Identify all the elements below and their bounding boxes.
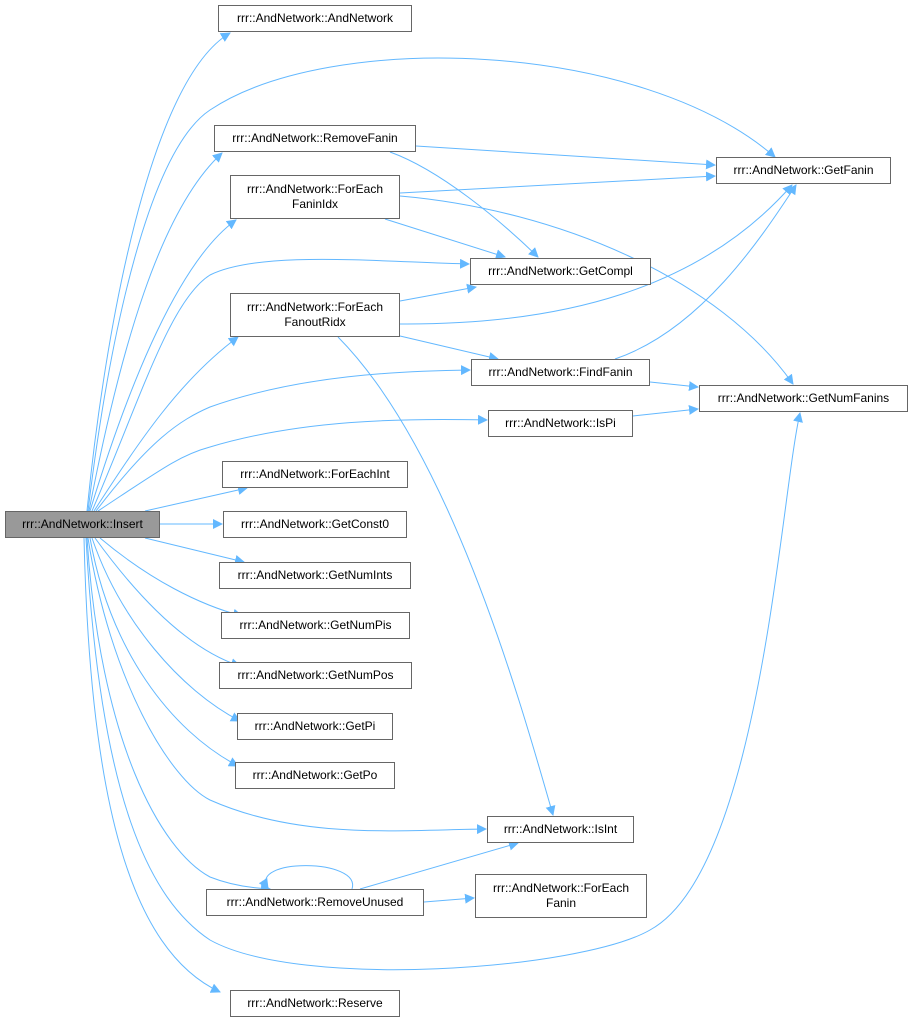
edge-insert-foreachint: [144, 485, 248, 512]
edge-insert-ispi: [97, 414, 488, 512]
node-label: Fanin: [545, 896, 577, 910]
node-label: rrr::AndNetwork::GetNumFanins: [717, 391, 890, 405]
node-label: rrr::AndNetwork::AndNetwork: [236, 11, 394, 25]
edge-findfanin-getfanin: [614, 184, 797, 360]
node-label: rrr::AndNetwork::GetPi: [254, 719, 376, 733]
edge-removefanin-getcompl: [389, 151, 539, 258]
node-label: rrr::AndNetwork::GetCompl: [488, 264, 633, 278]
node-label: FanoutRidx: [284, 315, 346, 329]
edge-findfanin-getnumfanins: [649, 381, 699, 392]
edge-insert-removeunused: [86, 537, 271, 894]
edge-insert-getpi: [91, 537, 241, 722]
node-insert[interactable]: rrr::AndNetwork::Insert: [5, 511, 160, 538]
node-getconst0[interactable]: rrr::AndNetwork::GetConst0: [223, 511, 407, 538]
node-getfanin[interactable]: rrr::AndNetwork::GetFanin: [716, 157, 891, 184]
node-removefanin[interactable]: rrr::AndNetwork::RemoveFanin: [214, 125, 416, 152]
node-label: FaninIdx: [291, 197, 339, 211]
node-label: rrr::AndNetwork::Insert: [22, 517, 143, 531]
node-andnetwork[interactable]: rrr::AndNetwork::AndNetwork: [218, 5, 412, 32]
node-reserve[interactable]: rrr::AndNetwork::Reserve: [230, 990, 400, 1017]
node-label: rrr::AndNetwork::ForEachInt: [240, 467, 390, 481]
edge-ispi-getnumfanins: [632, 404, 699, 417]
edge-insert-getnumfanins: [85, 412, 803, 971]
node-label: rrr::AndNetwork::GetNumInts: [237, 568, 393, 582]
node-label: rrr::AndNetwork::GetPo: [252, 768, 378, 782]
node-getnumfanins[interactable]: rrr::AndNetwork::GetNumFanins: [699, 385, 908, 412]
node-label: rrr::AndNetwork::IsPi: [505, 416, 616, 430]
edge-insert-getnumpis: [99, 537, 243, 619]
node-getnumpos[interactable]: rrr::AndNetwork::GetNumPos: [219, 662, 412, 689]
node-label: rrr::AndNetwork::IsInt: [503, 822, 618, 836]
edge-removefanin-getfanin: [415, 145, 716, 170]
edge-insert-getnumints: [144, 537, 245, 565]
edge-insert-getpo: [89, 537, 239, 767]
edge-insert-removefanin: [88, 152, 223, 512]
node-removeunused[interactable]: rrr::AndNetwork::RemoveUnused: [206, 889, 424, 916]
node-ispi[interactable]: rrr::AndNetwork::IsPi: [488, 410, 633, 437]
node-label: rrr::AndNetwork::ForEach: [246, 300, 384, 314]
edge-insert-findfanin: [95, 365, 471, 512]
node-label: rrr::AndNetwork::Reserve: [247, 996, 383, 1010]
edge-foreachfaninidx-getnumfanins: [399, 195, 794, 385]
node-foreachint[interactable]: rrr::AndNetwork::ForEachInt: [222, 461, 408, 488]
edge-insert-foreachfaninidx: [89, 219, 237, 512]
edge-removeunused-foreachfanin: [423, 893, 475, 904]
edge-foreachfanoutridx-findfanin: [399, 335, 499, 362]
edge-insert-foreachfanoutridx: [93, 336, 239, 512]
node-label: rrr::AndNetwork::GetConst0: [240, 517, 390, 531]
edge-removeunused-isint: [359, 840, 519, 890]
node-getpi[interactable]: rrr::AndNetwork::GetPi: [237, 713, 393, 740]
edge-insert-getnumpos: [94, 537, 241, 669]
edge-insert-getcompl: [91, 258, 470, 512]
node-label: rrr::AndNetwork::GetFanin: [733, 163, 874, 177]
edge-insert-getfanin: [87, 57, 776, 512]
node-getnumpis[interactable]: rrr::AndNetwork::GetNumPis: [221, 612, 410, 639]
node-label: rrr::AndNetwork::FindFanin: [488, 365, 633, 379]
node-findfanin[interactable]: rrr::AndNetwork::FindFanin: [471, 359, 650, 386]
edge-foreachfanoutridx-getfanin: [399, 184, 793, 325]
node-label: rrr::AndNetwork::RemoveUnused: [226, 895, 404, 909]
edge-insert-reserve: [83, 537, 221, 993]
node-isint[interactable]: rrr::AndNetwork::IsInt: [487, 816, 634, 843]
edge-foreachfaninidx-getcompl: [384, 218, 506, 260]
edge-insert-andnetwork: [86, 32, 231, 512]
node-label: rrr::AndNetwork::GetNumPis: [239, 618, 392, 632]
node-getcompl[interactable]: rrr::AndNetwork::GetCompl: [470, 258, 651, 285]
edge-insert-isint: [87, 537, 487, 835]
edge-removeunused-self: [258, 865, 353, 890]
node-label: rrr::AndNetwork::ForEach: [492, 881, 630, 895]
node-label: rrr::AndNetwork::ForEach: [246, 182, 384, 196]
node-label: rrr::AndNetwork::RemoveFanin: [232, 131, 398, 145]
edge-foreachfaninidx-getfanin: [399, 171, 716, 194]
node-label: rrr::AndNetwork::GetNumPos: [237, 668, 394, 682]
edge-foreachfanoutridx-getcompl: [399, 283, 477, 302]
node-getnumints[interactable]: rrr::AndNetwork::GetNumInts: [219, 562, 411, 589]
edge-foreachfanoutridx-isint: [337, 336, 556, 816]
node-getpo[interactable]: rrr::AndNetwork::GetPo: [235, 762, 395, 789]
